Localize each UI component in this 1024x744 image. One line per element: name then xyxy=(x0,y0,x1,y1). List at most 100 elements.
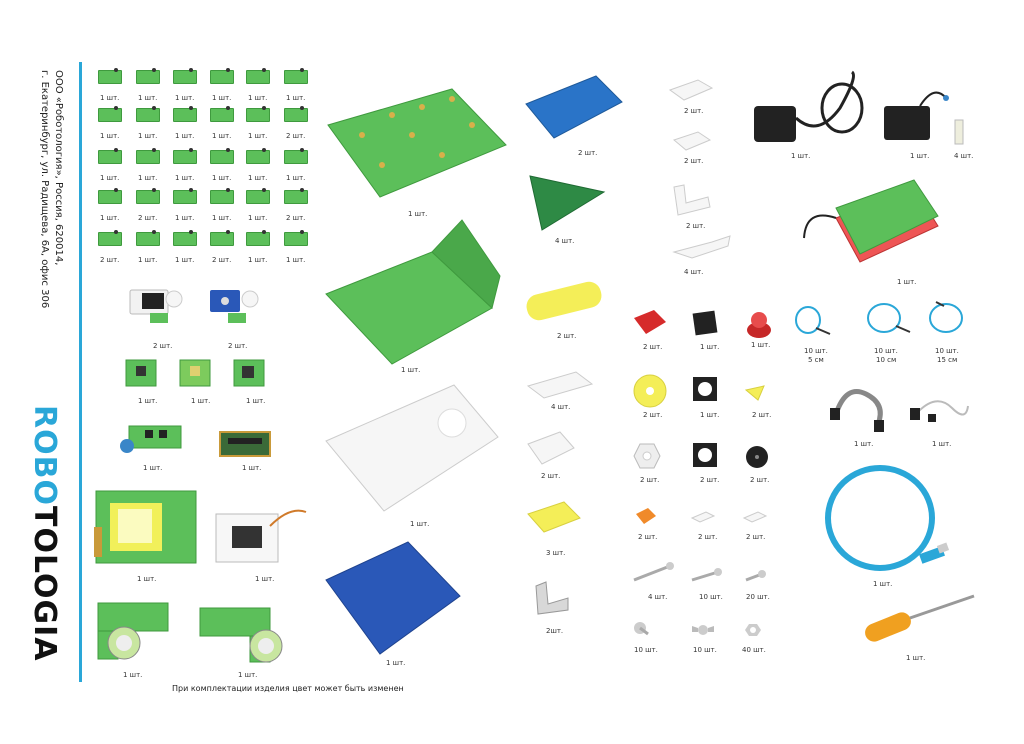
label-servo: 1 шт. xyxy=(255,575,275,583)
sensor-qty-label: 1 шт. xyxy=(100,174,120,182)
yellow-gear-image xyxy=(633,374,667,408)
label-orange-part: 2 шт. xyxy=(638,533,658,541)
label-ribbon-2: 1 шт. xyxy=(932,440,952,448)
sensor-component-icon xyxy=(114,188,118,192)
red-button-image xyxy=(747,312,771,338)
battery-pack-image xyxy=(803,179,939,263)
sensor-module xyxy=(136,188,160,204)
label-small-white-1: 2 шт. xyxy=(684,107,704,115)
label-white-plate: 1 шт. xyxy=(410,520,430,528)
yellow-tri-image xyxy=(744,385,765,401)
sensor-component-icon xyxy=(300,148,304,152)
sensor-component-icon xyxy=(300,106,304,110)
label-red-block: 2 шт. xyxy=(643,343,663,351)
white-clip-2-image xyxy=(742,511,768,523)
company-address: ООО «Роботология», Россия, 620014, г. Ек… xyxy=(16,70,68,370)
servo-image xyxy=(215,509,307,563)
sensor-component-icon xyxy=(189,188,193,192)
yellow-beam-image xyxy=(526,281,602,321)
sensor-qty-label: 1 шт. xyxy=(248,256,268,264)
l-white-image xyxy=(672,235,731,259)
sensor-qty-label: 1 шт. xyxy=(138,256,158,264)
sensor-qty-label: 1 шт. xyxy=(175,174,195,182)
label-white-clip-2: 2 шт. xyxy=(746,533,766,541)
battery-box-image xyxy=(884,91,949,140)
blue-beam-image xyxy=(525,75,623,139)
sensor-qty-label: 2 шт. xyxy=(286,214,306,222)
label-cable-5-len: 5 см xyxy=(808,356,824,364)
motor-left-image xyxy=(97,602,169,660)
label-board-c: 1 шт. xyxy=(246,397,266,405)
sensor-qty-label: 1 шт. xyxy=(248,214,268,222)
label-white-clip-1: 2 шт. xyxy=(698,533,718,541)
sensor-module xyxy=(246,148,270,164)
sensor-module xyxy=(173,148,197,164)
sensor-module xyxy=(136,106,160,122)
label-cable-15-len: 15 см xyxy=(937,356,958,364)
sensor-qty-label: 1 шт. xyxy=(138,174,158,182)
label-screwdriver: 1 шт. xyxy=(906,654,926,662)
angle-plate-image xyxy=(325,219,501,365)
sensor-module xyxy=(246,68,270,84)
sensor-component-icon xyxy=(114,68,118,72)
sensor-qty-label: 1 шт. xyxy=(212,94,232,102)
blue-square-plate-image xyxy=(325,541,461,655)
sensor-module xyxy=(136,148,160,164)
standoff-image xyxy=(954,119,964,145)
sensor-qty-label: 1 шт. xyxy=(100,94,120,102)
black-frame-2-image xyxy=(693,443,717,467)
sensor-component-icon xyxy=(262,188,266,192)
sensor-module xyxy=(210,68,234,84)
label-joystick-black: 2 шт. xyxy=(153,342,173,350)
label-red-button: 1 шт. xyxy=(751,341,771,349)
label-nut: 40 шт. xyxy=(742,646,766,654)
screwdriver-image xyxy=(865,594,975,642)
adapter-image xyxy=(754,70,864,142)
sensor-component-icon xyxy=(226,106,230,110)
label-cable-5: 10 шт. xyxy=(804,347,828,355)
green-plate-image xyxy=(327,88,507,198)
label-black-frame-2: 2 шт. xyxy=(700,476,720,484)
sensor-qty-label: 2 шт. xyxy=(212,256,232,264)
sensor-module xyxy=(98,106,122,122)
sensor-qty-label: 1 шт. xyxy=(100,214,120,222)
label-hex-nut: 2 шт. xyxy=(640,476,660,484)
white-beam-image xyxy=(526,371,594,399)
label-standoff: 4 шт. xyxy=(954,152,974,160)
label-shield: 1 шт. xyxy=(242,464,262,472)
screw-long-image xyxy=(633,562,674,582)
label-bolt: 10 шт. xyxy=(634,646,658,654)
label-blue-square-plate: 1 шт. xyxy=(386,659,406,667)
sensor-module xyxy=(98,148,122,164)
sensor-qty-label: 1 шт. xyxy=(175,132,195,140)
cable-5-image xyxy=(795,306,831,335)
label-yellow-tri: 2 шт. xyxy=(752,411,772,419)
label-white-small-plate: 2 шт. xyxy=(541,472,561,480)
joystick-blue-image xyxy=(210,290,259,323)
red-block-image xyxy=(634,310,666,334)
sensor-module xyxy=(173,106,197,122)
wing-nut-image xyxy=(692,625,714,635)
sensor-module xyxy=(284,106,308,122)
sensor-component-icon xyxy=(226,68,230,72)
sensor-module xyxy=(173,188,197,204)
black-mount-image xyxy=(692,310,718,336)
label-joystick-blue: 2 шт. xyxy=(228,342,248,350)
sensor-module xyxy=(284,230,308,246)
label-metal-bracket: 2шт. xyxy=(546,627,564,635)
motor-right-image xyxy=(199,607,283,663)
sensor-qty-label: 1 шт. xyxy=(175,214,195,222)
sensor-component-icon xyxy=(114,230,118,234)
label-l-white: 4 шт. xyxy=(684,268,704,276)
sensor-qty-label: 1 шт. xyxy=(286,256,306,264)
label-screw-short: 20 шт. xyxy=(746,593,770,601)
sensor-module xyxy=(173,68,197,84)
white-clip-1-image xyxy=(690,511,716,523)
sensor-qty-label: 1 шт. xyxy=(100,132,120,140)
sensor-module xyxy=(246,230,270,246)
small-white-1-image xyxy=(668,79,714,101)
label-black-mount: 1 шт. xyxy=(700,343,720,351)
label-motor-left: 1 шт. xyxy=(123,671,143,679)
corner-white-image xyxy=(673,184,711,216)
label-battery-pack: 1 шт. xyxy=(897,278,917,286)
